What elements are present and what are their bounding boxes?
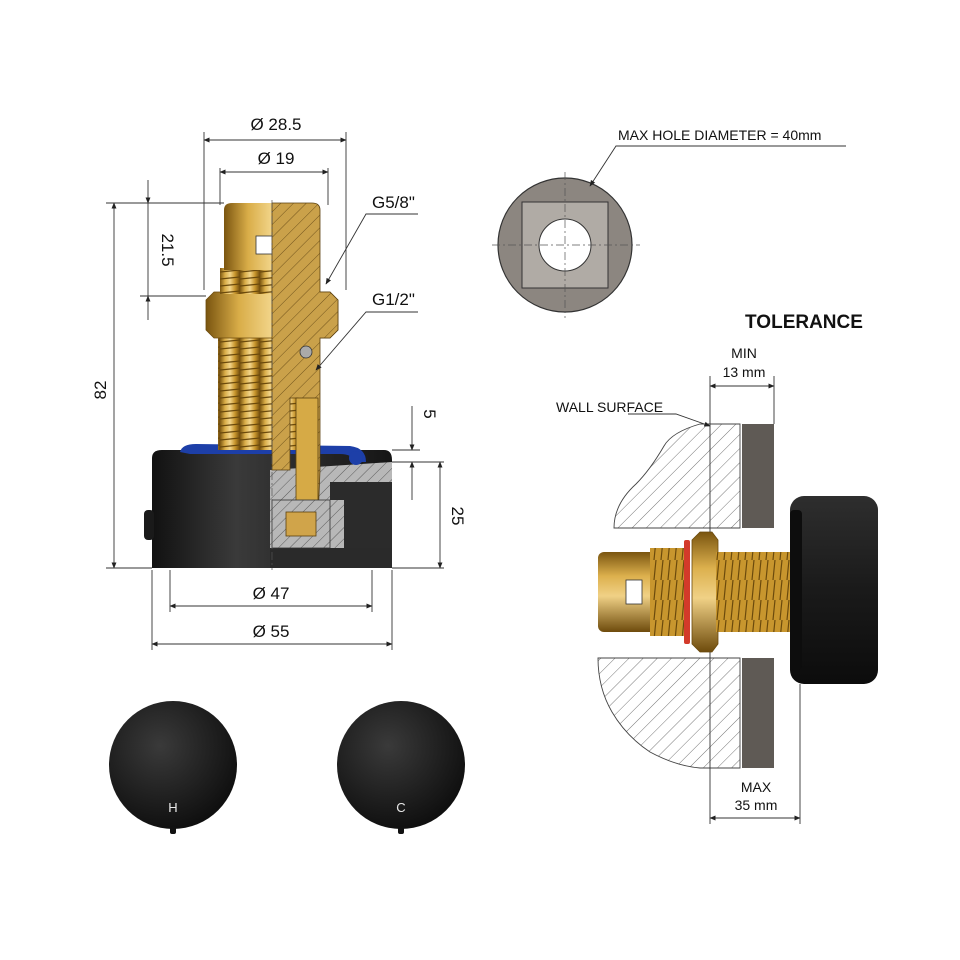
dim-inner-dia: Ø 19 bbox=[258, 149, 295, 168]
dim-cap-dia: Ø 55 bbox=[253, 622, 290, 641]
section-dimension-lines bbox=[106, 132, 444, 650]
dim-total-height: 82 bbox=[91, 381, 110, 400]
cap-inner-black bbox=[330, 482, 392, 548]
hot-knob bbox=[109, 701, 237, 834]
tol-red-oring bbox=[684, 540, 690, 644]
dim-outer-thread-dia: Ø 28.5 bbox=[250, 115, 301, 134]
wall-surface-label: WALL SURFACE bbox=[556, 399, 663, 415]
max-label-line1: MAX bbox=[741, 779, 772, 795]
dim-cap-height: 25 bbox=[448, 507, 467, 526]
tol-spindle-slot bbox=[625, 579, 643, 605]
tol-thread-b bbox=[716, 552, 792, 632]
tol-hex-nut bbox=[691, 531, 719, 653]
tolerance-view bbox=[597, 376, 878, 824]
cap-base-ring bbox=[270, 548, 392, 568]
side-pin bbox=[144, 510, 154, 540]
cold-knob-letter: C bbox=[396, 800, 405, 815]
detent-ball bbox=[299, 345, 313, 359]
tol-cap-rim bbox=[790, 510, 802, 670]
wall-upper-section bbox=[613, 423, 741, 529]
tol-thread-a bbox=[650, 548, 686, 636]
max-hole-label: MAX HOLE DIAMETER = 40mm bbox=[618, 127, 821, 143]
thread-label-inlet: G1/2" bbox=[372, 290, 415, 309]
tol-black-cap bbox=[790, 496, 878, 684]
dim-base-dia: Ø 47 bbox=[253, 584, 290, 603]
dim-spacer: 5 bbox=[420, 409, 439, 418]
wall-lower-section bbox=[597, 657, 741, 769]
wall-tile-upper bbox=[742, 424, 774, 528]
cold-knob bbox=[337, 701, 465, 834]
valve-section-view bbox=[144, 200, 392, 570]
hole-leader-line bbox=[589, 145, 846, 187]
dim-top-height: 21.5 bbox=[158, 233, 177, 266]
min-label-line1: MIN bbox=[731, 345, 757, 361]
hole-view bbox=[492, 145, 846, 318]
max-label-line2: 35 mm bbox=[735, 797, 778, 813]
hot-knob-letter: H bbox=[168, 800, 177, 815]
tolerance-title: TOLERANCE bbox=[745, 312, 863, 333]
seal-ring-section bbox=[349, 451, 363, 465]
wall-tile-lower bbox=[742, 658, 774, 768]
thread-label-outlet: G5/8" bbox=[372, 193, 415, 212]
lower-brass-core bbox=[285, 511, 317, 537]
min-label-line2: 13 mm bbox=[723, 364, 766, 380]
